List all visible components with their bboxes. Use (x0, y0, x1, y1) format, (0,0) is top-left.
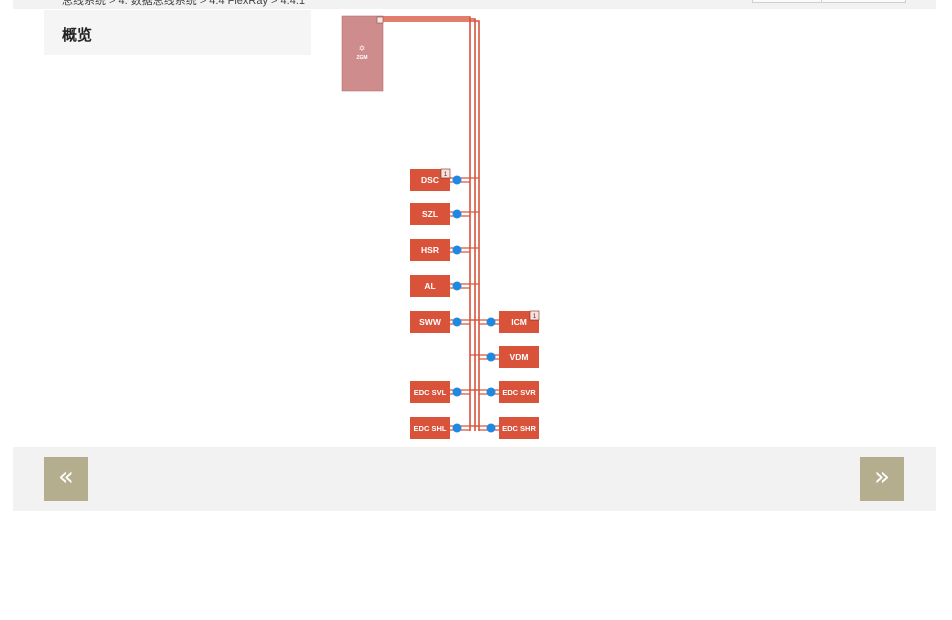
module-icm-badge-text: 1 (533, 313, 537, 320)
gateway-zgm-box[interactable] (341, 15, 384, 92)
module-hsr-box[interactable] (410, 239, 450, 261)
module-icm-label: ICM (511, 317, 527, 327)
module-vdm-box[interactable] (499, 346, 539, 368)
module-hsr-label: HSR (421, 245, 439, 255)
gateway-label: ZGM (356, 55, 367, 61)
module-edcsvr-label: EDC SVR (502, 388, 536, 397)
next-page-button[interactable]: » (860, 457, 904, 501)
connector-SWW (452, 317, 462, 327)
connector-EDCSHL (452, 423, 462, 433)
module-sww-box[interactable] (410, 311, 450, 333)
module-edcsvr-box[interactable] (499, 381, 539, 403)
flexray-bus-line-3 (383, 20, 480, 431)
module-dsc-label: DSC (421, 175, 439, 185)
connector-HSR (452, 245, 462, 255)
module-szl-label: SZL (422, 209, 438, 219)
gateway-connector-icon (376, 16, 384, 24)
module-edcshl-label: EDC SHL (414, 424, 447, 433)
module-edcshr-label: EDC SHR (502, 424, 536, 433)
module-vdm-label: VDM (510, 352, 529, 362)
connector-AL (452, 281, 462, 291)
module-szl-box[interactable] (410, 203, 450, 225)
module-dsc-box[interactable] (410, 169, 450, 191)
connector-EDCSHR (486, 423, 496, 433)
module-al-box[interactable] (410, 275, 450, 297)
module-edcshl-box[interactable] (410, 417, 450, 439)
module-edcsvl-label: EDC SVL (414, 388, 447, 397)
module-dsc-badge (440, 168, 451, 179)
connector-SZL (452, 209, 462, 219)
breadcrumb[interactable]: 总线系统 > 4. 数据总线系统 > 4.4 FlexRay > 4.4.1 (62, 0, 305, 7)
connector-DSC (452, 175, 462, 185)
flexray-bus-line-2 (383, 18, 476, 431)
connector-VDM (486, 352, 496, 362)
module-edcsvl-box[interactable] (410, 381, 450, 403)
flexray-bus-line-1 (383, 16, 471, 431)
gateway-star-icon: ✡ (359, 44, 366, 53)
module-sww-label: SWW (419, 317, 442, 327)
module-edcshr-box[interactable] (499, 417, 539, 439)
previous-page-button[interactable]: « (44, 457, 88, 501)
module-icm-badge (529, 310, 540, 321)
top-search-control[interactable] (752, 0, 906, 3)
connector-EDCSVR (486, 387, 496, 397)
page-navigation-bar: « » (13, 447, 936, 511)
module-al-label: AL (424, 281, 435, 291)
sidebar-title[interactable]: 概览 (62, 26, 93, 44)
module-dsc-badge-text: 1 (444, 171, 448, 178)
connector-EDCSVL (452, 387, 462, 397)
top-strip (13, 0, 936, 9)
module-icm-box[interactable] (499, 311, 539, 333)
connector-ICM (486, 317, 496, 327)
sidebar-panel: 概览 (44, 10, 311, 55)
